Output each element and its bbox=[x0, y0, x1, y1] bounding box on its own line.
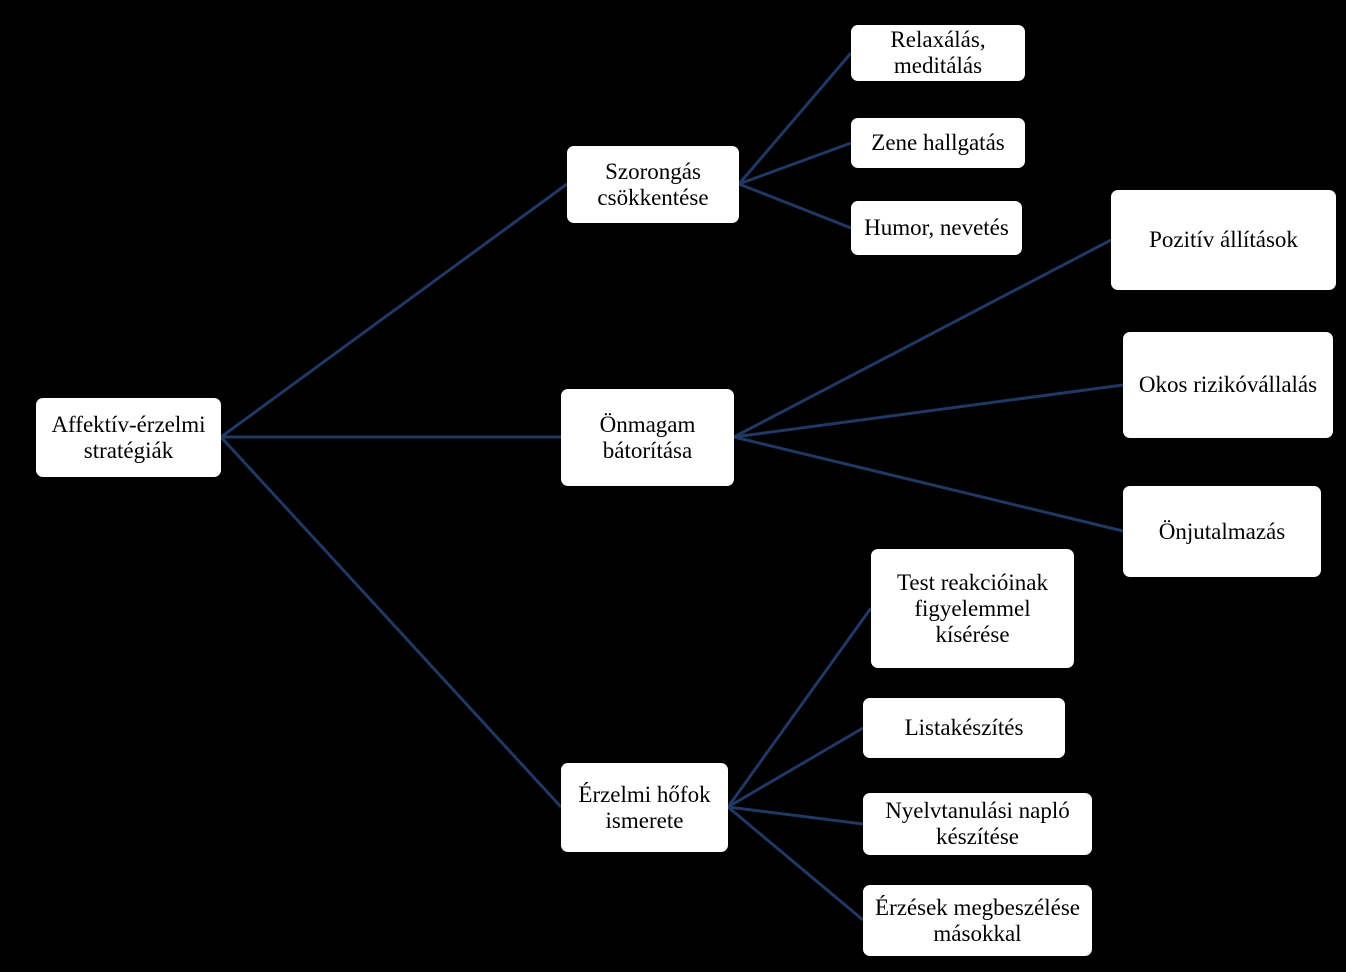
connector-branch-1-to-leaf-1 bbox=[737, 52, 853, 185]
connector-branch-1-to-leaf-2 bbox=[738, 141, 852, 186]
leaf-node-discussing-feelings: Érzések megbeszélése másokkal bbox=[863, 885, 1092, 956]
leaf-node-humor-laughter: Humor, nevetés bbox=[851, 201, 1022, 255]
connector-branch-2-to-leaf-1 bbox=[733, 238, 1112, 439]
connector-branch-1-to-leaf-3 bbox=[738, 182, 852, 230]
leaf-node-positive-statements: Pozitív állítások bbox=[1111, 190, 1336, 290]
connector-branch-3-to-leaf-4 bbox=[727, 805, 864, 922]
leaf-node-language-learning-diary: Nyelvtanulási napló készítése bbox=[863, 793, 1092, 855]
connector-branch-3-to-leaf-3 bbox=[727, 805, 864, 826]
root-node: Affektív-érzelmi stratégiák bbox=[36, 398, 221, 477]
connector-branch-2-to-leaf-2 bbox=[733, 383, 1124, 439]
leaf-node-body-reactions-monitoring: Test reakcióinak figyelemmel kísérése bbox=[871, 549, 1074, 668]
leaf-node-self-reward: Önjutalmazás bbox=[1123, 486, 1321, 577]
connector-root-to-branch-3 bbox=[219, 435, 563, 809]
branch-node-self-encouragement: Önmagam bátorítása bbox=[561, 389, 734, 486]
connector-branch-3-to-leaf-1 bbox=[726, 607, 873, 808]
connector-root-to-branch-1 bbox=[220, 182, 568, 439]
leaf-node-relaxation-meditation: Relaxálás, meditálás bbox=[851, 25, 1025, 81]
leaf-node-list-making: Listakészítés bbox=[863, 698, 1065, 758]
connector-branch-2-to-leaf-3 bbox=[733, 435, 1124, 533]
leaf-node-listening-music: Zene hallgatás bbox=[851, 118, 1025, 168]
leaf-node-smart-risk-taking: Okos rizikóvállalás bbox=[1123, 332, 1333, 438]
branch-node-anxiety-reduction: Szorongás csökkentése bbox=[567, 146, 739, 223]
branch-node-emotional-awareness: Érzelmi hőfok ismerete bbox=[561, 763, 728, 852]
connector-branch-3-to-leaf-2 bbox=[727, 726, 864, 809]
